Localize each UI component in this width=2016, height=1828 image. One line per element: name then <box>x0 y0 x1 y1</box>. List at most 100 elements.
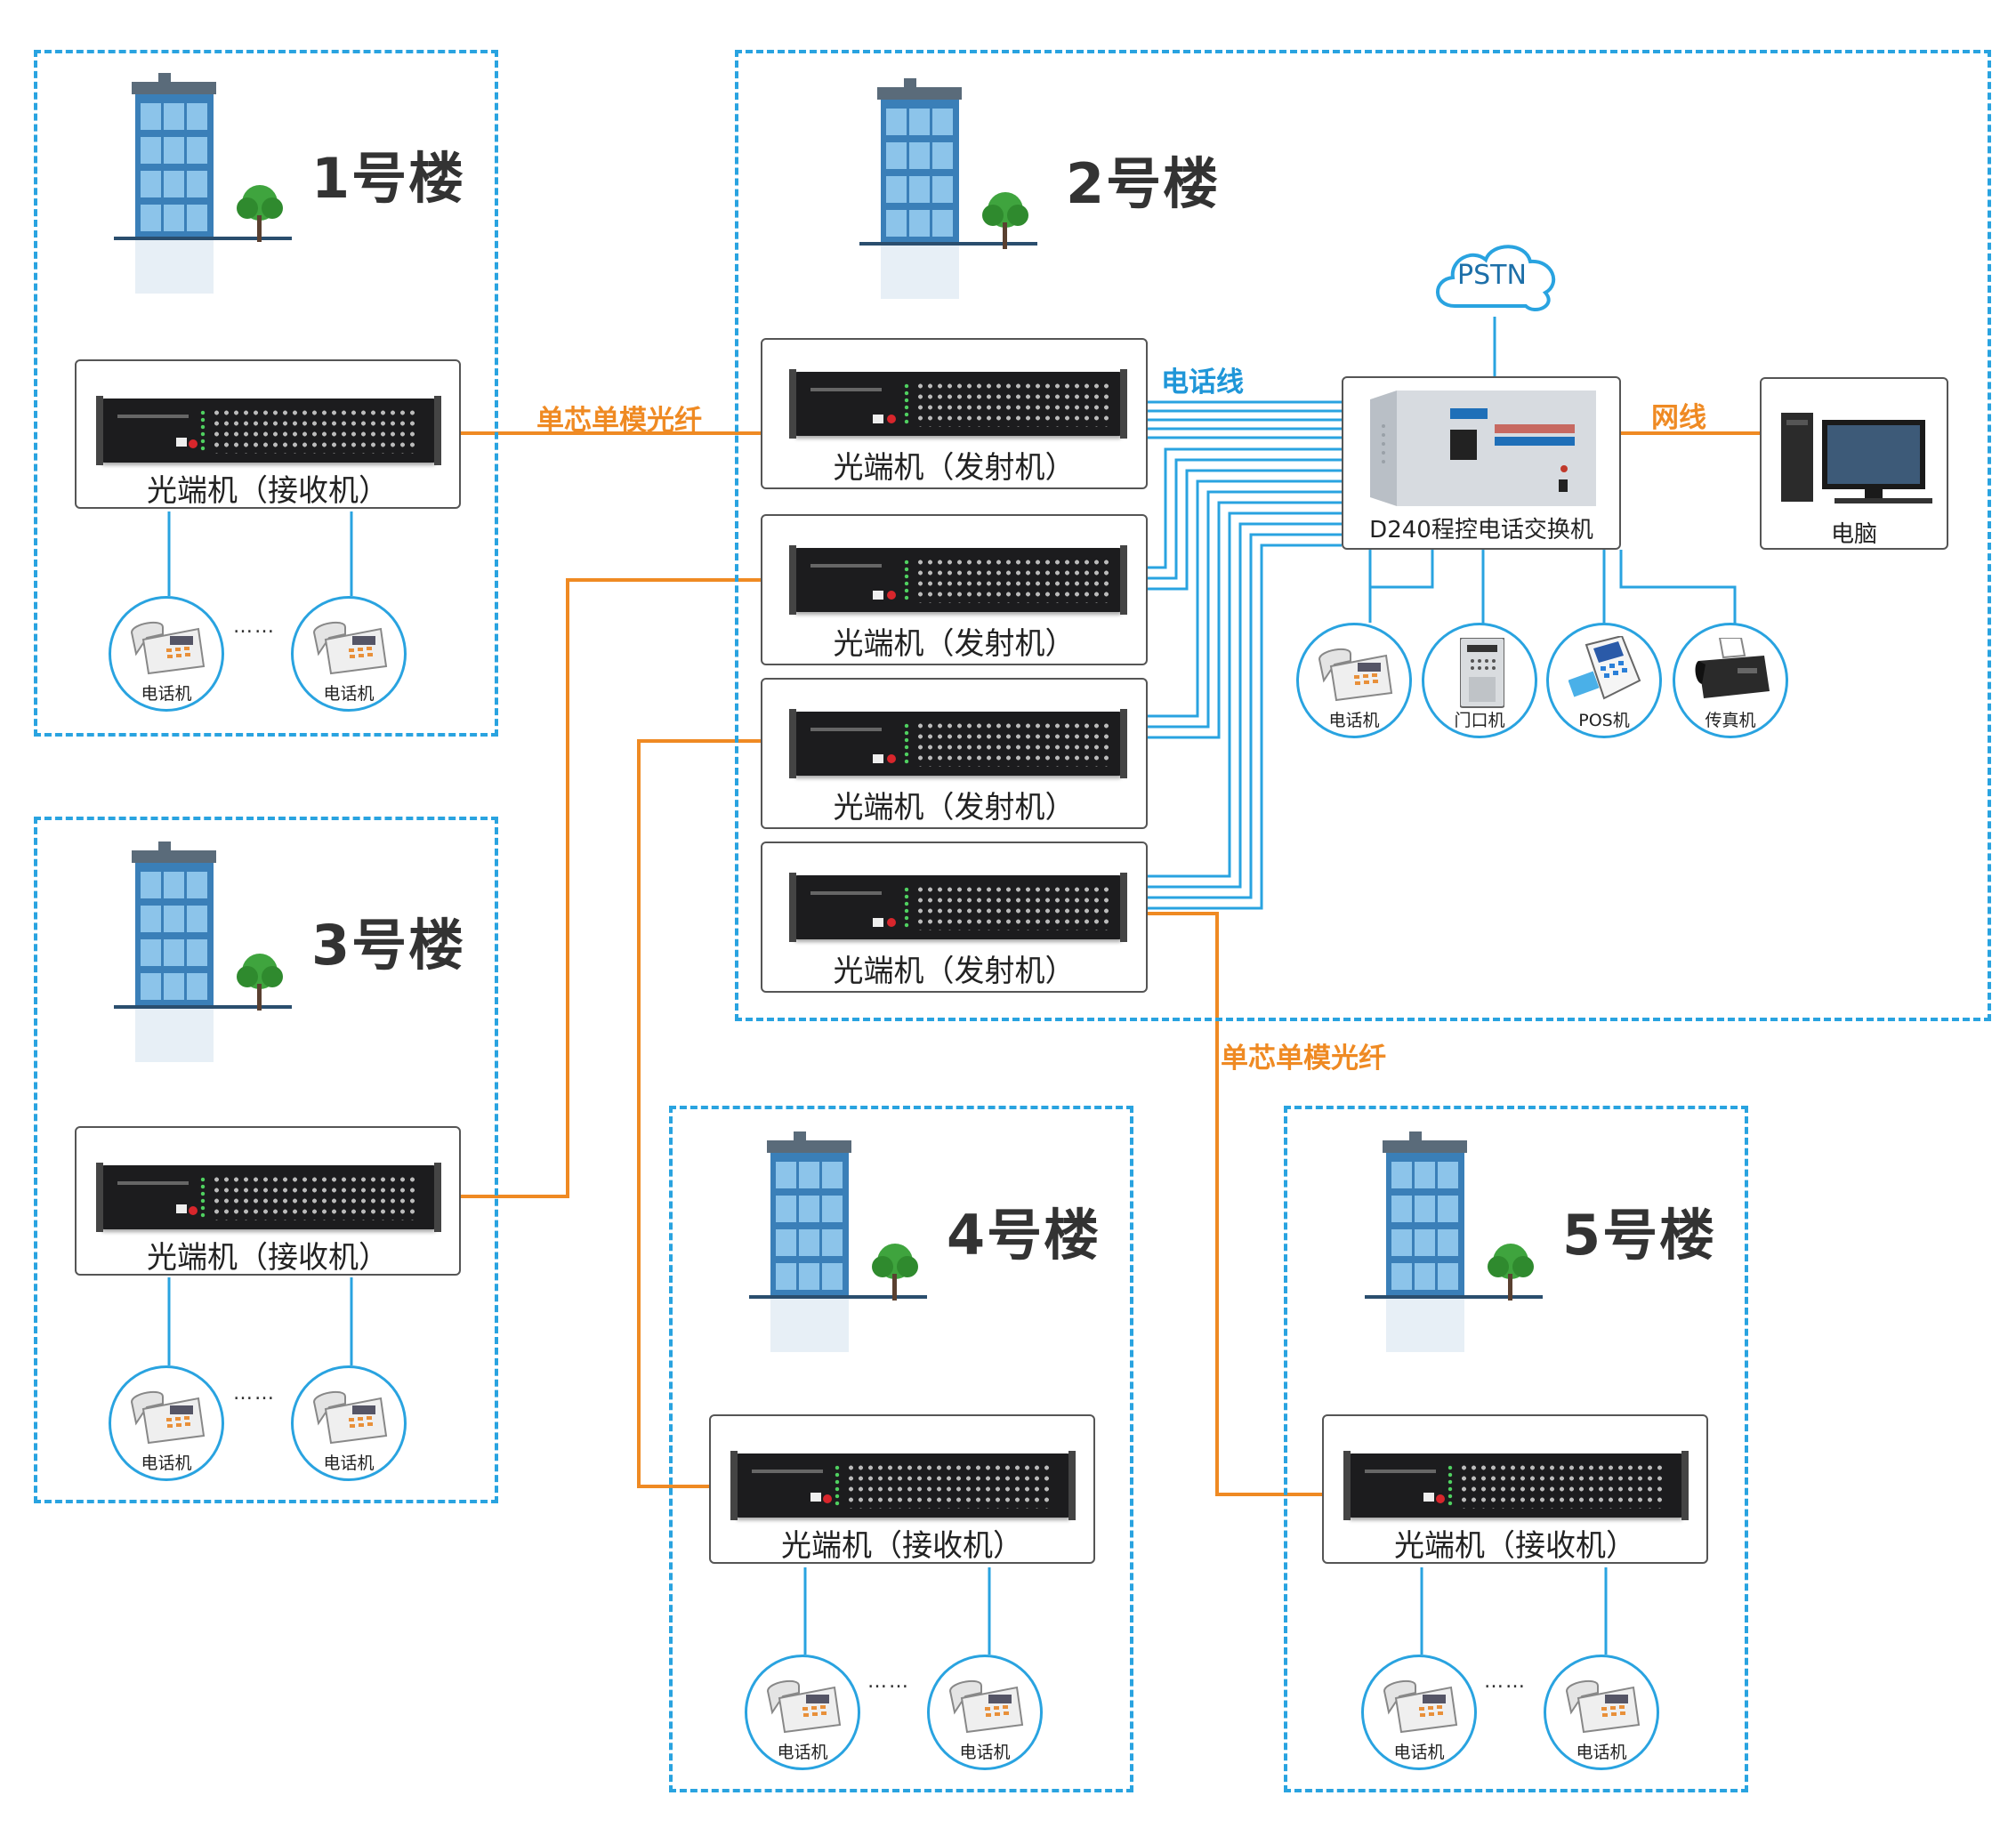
fiber-transceiver-icon <box>96 396 441 465</box>
fiber-label-top: 单芯单模光纤 <box>536 405 702 437</box>
receiver-label: 光端机（接收机） <box>1394 1528 1636 1564</box>
fiber-transceiver-icon <box>1343 1451 1689 1520</box>
building-icon <box>749 1131 927 1352</box>
tree-icon <box>872 1244 918 1301</box>
door-intercom-icon <box>1460 638 1504 708</box>
computer-unit: 电脑 <box>1760 377 1948 550</box>
phone-label: 电话机 <box>1393 1743 1445 1762</box>
computer-icon <box>1781 413 1932 503</box>
pos-label: POS机 <box>1578 711 1630 730</box>
tree-icon <box>982 192 1028 249</box>
phone-label: 电话机 <box>141 1454 192 1473</box>
pbx-unit: D240程控电话交换机 <box>1342 376 1621 550</box>
telephone-icon <box>1383 1679 1458 1734</box>
phone-b3-1: 电话机 <box>109 1365 224 1481</box>
pos-terminal-icon <box>1568 636 1641 700</box>
fiber-line-b5 <box>1148 912 1322 1496</box>
cloud-icon <box>1436 245 1556 311</box>
ellipsis: …… <box>233 1382 276 1405</box>
transmitter-label: 光端机（发射机） <box>833 450 1076 486</box>
telephone-icon <box>130 1390 206 1445</box>
phone-label: 电话机 <box>959 1743 1011 1762</box>
fax-machine: 传真机 <box>1673 623 1788 738</box>
fiber-transceiver-icon <box>789 369 1127 439</box>
phone-label: 电话机 <box>777 1743 828 1762</box>
ellipsis: …… <box>867 1671 910 1693</box>
phone-line-label: 电话线 <box>1161 366 1244 399</box>
building-2-title: 2号楼 <box>1066 151 1221 216</box>
building-5-title: 5号楼 <box>1562 1203 1717 1268</box>
fiber-transceiver-icon <box>789 709 1127 778</box>
building-1-title: 1号楼 <box>311 146 466 211</box>
phone-b3-2: 电话机 <box>291 1365 407 1481</box>
transmitter-unit-4: 光端机（发射机） <box>761 842 1148 993</box>
phone-b4-1: 电话机 <box>745 1655 860 1770</box>
phone-label: 电话机 <box>1576 1743 1627 1762</box>
phone-b1-1: 电话机 <box>109 596 224 712</box>
transmitter-label: 光端机（发射机） <box>833 954 1076 989</box>
telephone-icon <box>130 621 206 675</box>
phone-label: 电话机 <box>141 684 192 704</box>
pbx-phone: 电话机 <box>1296 623 1412 738</box>
building-icon <box>1365 1131 1543 1352</box>
phone-label: 电话机 <box>323 1454 375 1473</box>
ellipsis: …… <box>233 616 276 638</box>
telephone-icon <box>312 1390 388 1445</box>
phone-label: 电话机 <box>1328 711 1380 730</box>
network-line-label: 网线 <box>1651 402 1706 434</box>
tree-icon <box>237 954 283 1011</box>
door-intercom: 门口机 <box>1422 623 1537 738</box>
door-label: 门口机 <box>1454 711 1505 730</box>
pstn-label: PSTN <box>1457 260 1527 291</box>
receiver-label: 光端机（接收机） <box>781 1528 1023 1564</box>
transmitter-unit-2: 光端机（发射机） <box>761 514 1148 665</box>
receiver-label: 光端机（接收机） <box>147 1240 389 1276</box>
phone-b4-2: 电话机 <box>927 1655 1043 1770</box>
fax-label: 传真机 <box>1705 711 1756 730</box>
building-icon <box>114 73 292 294</box>
receiver-unit-b3: 光端机（接收机） <box>75 1126 461 1276</box>
phone-b5-1: 电话机 <box>1361 1655 1477 1770</box>
fiber-transceiver-icon <box>96 1163 441 1232</box>
fiber-transceiver-icon <box>789 545 1127 615</box>
ellipsis: …… <box>1484 1671 1527 1693</box>
receiver-unit-b1: 光端机（接收机） <box>75 359 461 509</box>
receiver-unit-b5: 光端机（接收机） <box>1322 1414 1708 1564</box>
building-icon <box>114 842 292 1062</box>
phone-b5-2: 电话机 <box>1544 1655 1659 1770</box>
fax-icon <box>1695 638 1770 698</box>
phone-b1-2: 电话机 <box>291 596 407 712</box>
fiber-line-b4 <box>637 739 761 1488</box>
transmitter-label: 光端机（发射机） <box>833 790 1076 825</box>
zone-building-5 <box>1284 1106 1748 1792</box>
phone-label: 电话机 <box>323 684 375 704</box>
fiber-label-bottom: 单芯单模光纤 <box>1221 1043 1386 1075</box>
receiver-unit-b4: 光端机（接收机） <box>709 1414 1095 1564</box>
fiber-line-b3 <box>461 578 761 1198</box>
zone-building-2 <box>735 50 1991 1021</box>
tree-icon <box>237 185 283 242</box>
pbx-label: D240程控电话交换机 <box>1369 517 1593 544</box>
telephone-icon <box>766 1679 842 1734</box>
tree-icon <box>1488 1244 1534 1301</box>
pos-terminal: POS机 <box>1546 623 1662 738</box>
telephone-icon <box>1565 1679 1641 1734</box>
building-4-title: 4号楼 <box>947 1203 1101 1268</box>
zone-building-4 <box>669 1106 1133 1792</box>
telephone-icon <box>948 1679 1024 1734</box>
building-icon <box>859 78 1037 299</box>
transmitter-label: 光端机（发射机） <box>833 626 1076 662</box>
fiber-transceiver-icon <box>730 1451 1076 1520</box>
computer-label: 电脑 <box>1830 521 1877 548</box>
telephone-icon <box>1318 648 1393 702</box>
telephone-icon <box>312 621 388 675</box>
receiver-label: 光端机（接收机） <box>147 473 389 509</box>
pbx-icon <box>1370 391 1596 506</box>
zone-building-1 <box>34 50 498 737</box>
building-3-title: 3号楼 <box>311 913 466 978</box>
transmitter-unit-3: 光端机（发射机） <box>761 678 1148 829</box>
transmitter-unit-1: 光端机（发射机） <box>761 338 1148 489</box>
zone-building-3 <box>34 817 498 1503</box>
